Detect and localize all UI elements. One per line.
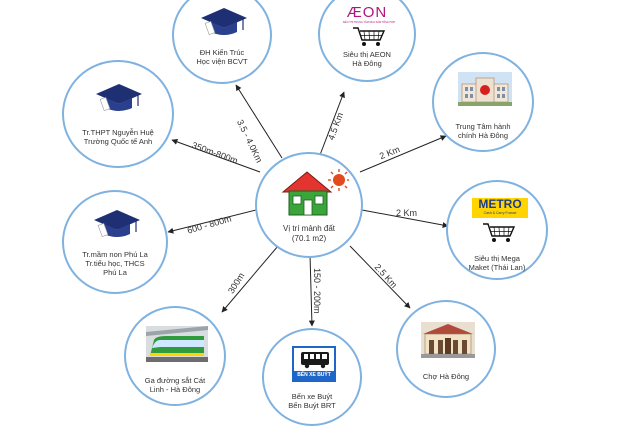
node-trung-tam-hanh-chinh: Trung Tâm hành chính Hà Đông (432, 52, 534, 152)
metro-logo: METRO Cash & Carry France (472, 198, 528, 218)
node-label: Chợ Hà Đông (422, 372, 470, 381)
node-label: Siêu thị AEON Hà Đông (343, 50, 391, 68)
node-label: Tr.mầm non Phú La Tr.tiểu học, THCS Phú … (82, 250, 148, 277)
shopping-cart-icon (483, 223, 516, 242)
graduation-cap-icon (94, 210, 140, 238)
aeon-logo-sub: SIÊU THỊ TRUNG TÂM MUA SẮM TỔNG HỢP (342, 21, 396, 24)
market-icon (421, 322, 475, 358)
node-label: ĐH Kiến Trúc Học viện BCVT (196, 48, 248, 66)
arrow-trung-tam (359, 135, 447, 173)
node-ben-xe-buyt: BẾN XE BUÝT Bến xe Buýt Bến Buýt BRT (262, 328, 362, 426)
graduation-cap-icon (96, 84, 142, 112)
arrow-ga (221, 245, 279, 313)
shopping-cart-icon (353, 27, 386, 46)
arrow-aeon (319, 91, 345, 156)
arrow-ben-xe (308, 253, 315, 327)
node-tr-mam-non: Tr.mầm non Phú La Tr.tiểu học, THCS Phú … (62, 190, 168, 294)
metro-logo-text: METRO (478, 197, 522, 211)
arrow-tr-mam-non (167, 209, 257, 234)
node-cho-ha-dong: Chợ Hà Đông (396, 300, 496, 398)
train-icon (146, 326, 208, 362)
arrow-tr-thpt (171, 139, 261, 173)
node-center: Vị trí mảnh đất (70.1 m2) (255, 152, 363, 258)
node-label: Trung Tâm hành chính Hà Đông (455, 122, 511, 140)
arrow-cho (349, 245, 411, 309)
arrow-metro (361, 209, 449, 228)
node-tr-thpt: Tr.THPT Nguyễn Huệ Trường Quốc tế Anh (62, 60, 174, 168)
aeon-logo: ÆON (346, 4, 388, 21)
node-label: Ga đường sắt Cát Linh - Hà Đông (144, 376, 206, 394)
distance-ben-xe: 150 - 200m (312, 268, 322, 314)
node-label: Vị trí mảnh đất (70.1 m2) (282, 224, 336, 243)
bus-sign: BẾN XE BUÝT (292, 346, 336, 382)
house-icon (281, 169, 349, 216)
node-ga-duong-sat: Ga đường sắt Cát Linh - Hà Đông (124, 306, 226, 406)
distance-metro: 2 Km (396, 208, 418, 218)
metro-logo-sub: Cash & Carry France (483, 211, 517, 215)
bus-icon (301, 352, 329, 369)
arrow-dh-kien-truc (235, 84, 283, 159)
bus-sign-text: BẾN XE BUÝT (294, 371, 334, 380)
node-dh-kien-truc: ĐH Kiến Trúc Học viện BCVT (172, 0, 272, 84)
sun-icon (328, 169, 349, 191)
graduation-cap-icon (201, 8, 247, 36)
node-label: Bến xe Buýt Bến Buýt BRT (288, 392, 336, 410)
building-icon (458, 72, 512, 106)
node-aeon: ÆON SIÊU THỊ TRUNG TÂM MUA SẮM TỔNG HỢP … (318, 0, 416, 82)
node-metro: METRO Cash & Carry France Siêu thị Mega … (446, 180, 548, 280)
node-label: Tr.THPT Nguyễn Huệ Trường Quốc tế Anh (82, 128, 154, 146)
node-label: Siêu thị Mega Maket (Thái Lan) (468, 254, 526, 272)
